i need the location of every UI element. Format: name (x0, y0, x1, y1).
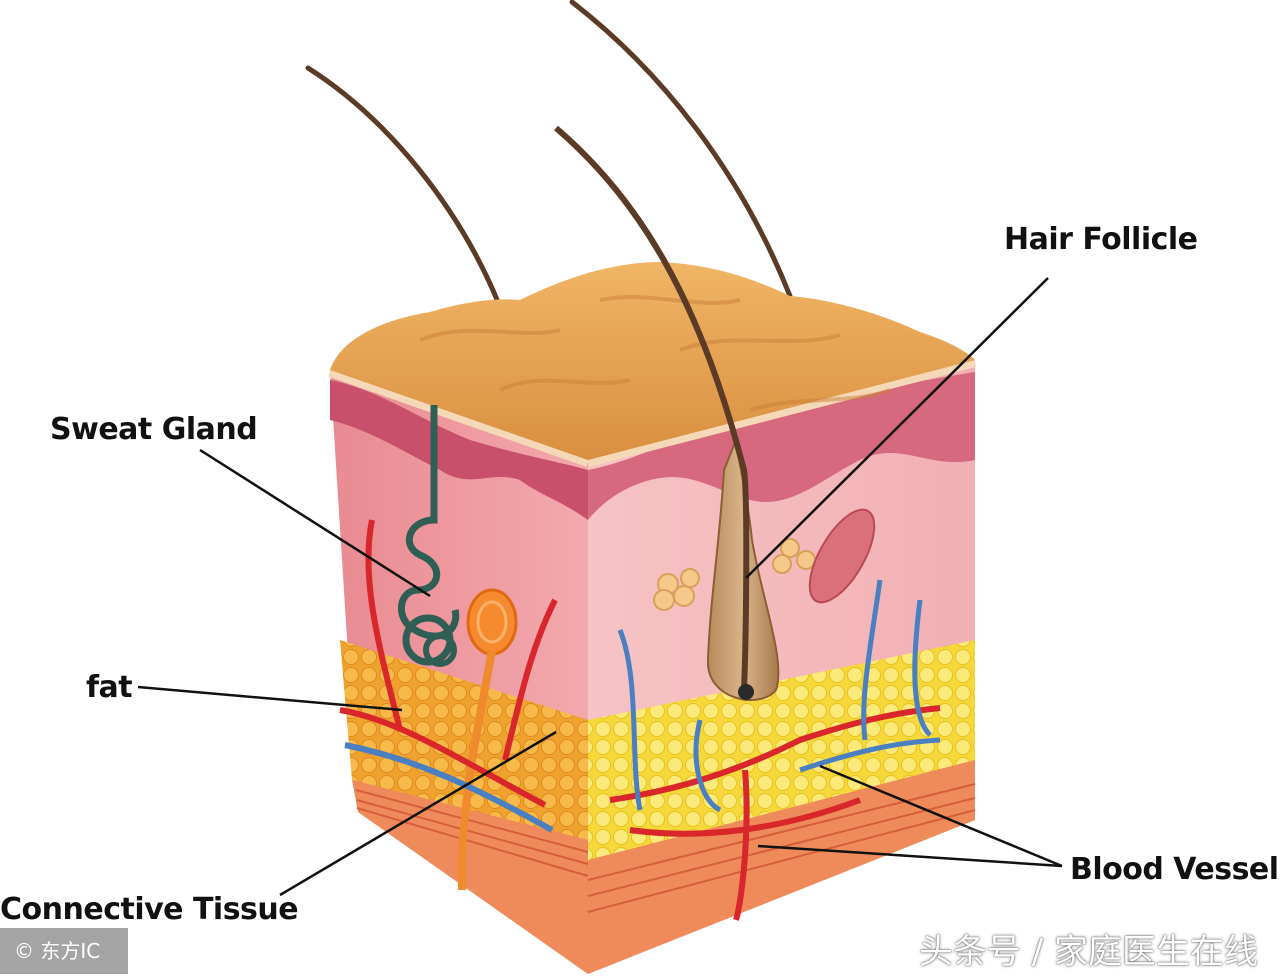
sebaceous-gland (653, 538, 816, 611)
left-face (328, 367, 590, 974)
hair-strand-back (305, 65, 501, 305)
artery-left (339, 519, 558, 808)
watermark-right: 头条号 / 家庭医生在线 (918, 932, 1258, 972)
label-connective-tissue: Connective Tissue (0, 892, 299, 927)
hair-strand-main (554, 125, 750, 691)
arrector-pili-muscle (808, 508, 876, 604)
leader-lines (137, 277, 1063, 897)
label-blood-vessels: Blood Vessels (1070, 852, 1280, 887)
artery-right (609, 705, 941, 921)
right-face (586, 357, 977, 974)
watermark-left: © 东方IC (0, 928, 128, 974)
hair-strand-right (569, 0, 793, 299)
vein-left (344, 742, 554, 833)
epidermis-top (330, 262, 975, 460)
label-fat: fat (86, 670, 133, 705)
pacinian-corpuscle (466, 588, 518, 656)
vein-right (617, 579, 941, 813)
label-sweat-gland: Sweat Gland (50, 412, 258, 447)
label-hair-follicle: Hair Follicle (1004, 222, 1198, 257)
